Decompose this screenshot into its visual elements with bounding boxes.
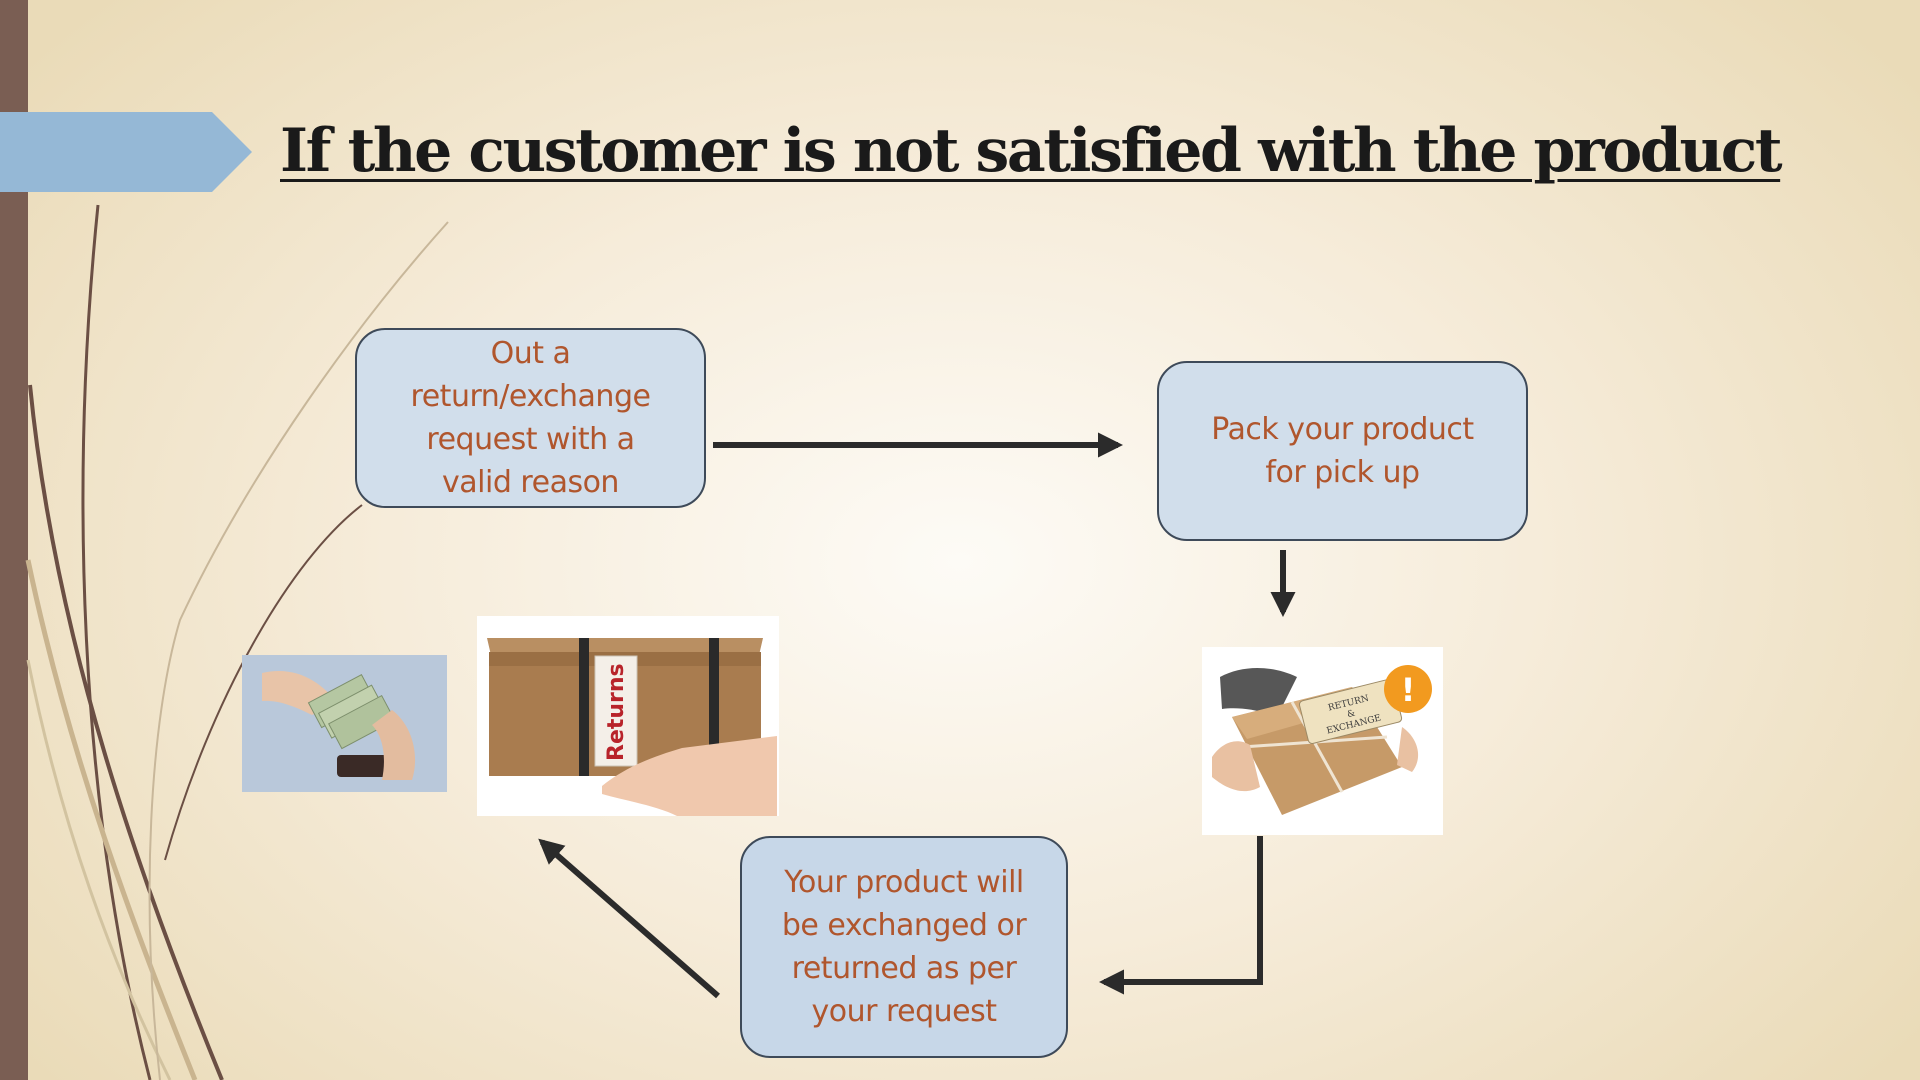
arrow-parcel-to-exchange (1098, 836, 1263, 995)
return-exchange-parcel-photo: RETURN&EXCHANGE ! (1202, 647, 1443, 835)
title-accent-tab (0, 112, 252, 192)
step-request-box: Out a return/exchange request with a val… (355, 328, 706, 508)
step-exchange-text: Your product will be exchanged or return… (781, 865, 1027, 1029)
arrow-exchange-to-returns (538, 838, 720, 999)
returns-label: Returns (604, 663, 629, 761)
alert-icon-glyph: ! (1401, 671, 1416, 709)
alert-icon (1384, 665, 1432, 713)
slide-title: If the customer is not satisfied with th… (280, 116, 1783, 186)
step-exchange-box: Your product will be exchanged or return… (740, 836, 1068, 1058)
returns-box-photo: Returns (477, 616, 779, 816)
cash-handover-photo (242, 655, 447, 792)
step-pack-text: Pack your product for pick up (1211, 412, 1474, 490)
step-pack-box: Pack your product for pick up (1157, 361, 1528, 541)
step-request-text: Out a return/exchange request with a val… (410, 336, 651, 500)
